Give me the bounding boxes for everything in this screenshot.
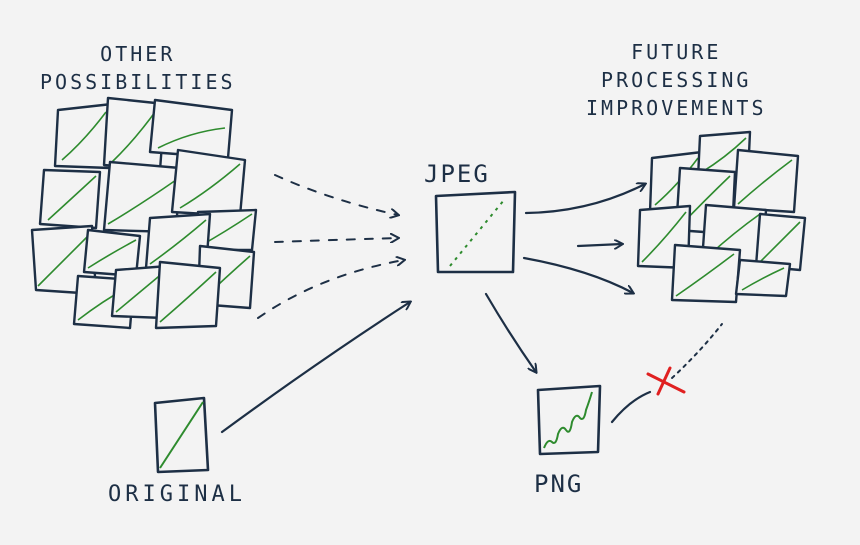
future-improvements-line-2: PROCESSING	[601, 68, 752, 92]
possibility-square	[154, 260, 222, 330]
original-label: ORIGINAL	[108, 482, 246, 507]
improvement-square	[734, 258, 792, 298]
jpeg-label: JPEG	[424, 160, 490, 188]
possibility-square	[170, 148, 247, 218]
future-improvements-line-1: FUTURE	[631, 40, 722, 64]
blocked-path-png-to-future	[610, 390, 652, 424]
other-possibilities-cluster	[30, 96, 258, 330]
arrows-to-future	[522, 184, 645, 293]
png-box	[536, 384, 602, 456]
possibility-square	[38, 168, 102, 230]
future-improvements-cluster	[636, 130, 807, 304]
improvement-square	[732, 148, 800, 214]
png-wavy-line	[543, 391, 593, 449]
improvement-square	[754, 212, 807, 272]
arrow-jpeg-to-future-middle	[576, 244, 622, 246]
original-box	[153, 396, 210, 474]
red-x-icon	[646, 366, 686, 396]
other-possibilities-line-1: OTHER	[100, 42, 176, 66]
png-label: PNG	[534, 470, 584, 498]
arrow-original-to-jpeg	[220, 302, 410, 434]
future-improvements-line-3: IMPROVEMENTS	[586, 96, 767, 120]
improvement-square	[670, 243, 742, 304]
future-improvements-label: FUTURE PROCESSING IMPROVEMENTS	[586, 38, 767, 122]
jpeg-dotted-line	[449, 199, 505, 267]
arrow-jpeg-to-future-bottom	[522, 256, 633, 293]
dashed-arrow	[274, 174, 398, 215]
dashed-arrows-to-jpeg	[257, 174, 404, 319]
other-possibilities-label: OTHER POSSIBILITIES	[40, 40, 236, 96]
jpeg-box	[434, 190, 517, 274]
arrow-jpeg-to-future-top	[524, 184, 645, 215]
possibility-square	[148, 98, 234, 160]
dashed-arrow	[257, 260, 404, 319]
original-green-line	[159, 401, 204, 469]
blocked-dotted-path	[671, 323, 723, 379]
arrow-jpeg-to-png	[484, 292, 536, 372]
other-possibilities-line-2: POSSIBILITIES	[40, 70, 236, 94]
dashed-arrow	[274, 238, 398, 242]
